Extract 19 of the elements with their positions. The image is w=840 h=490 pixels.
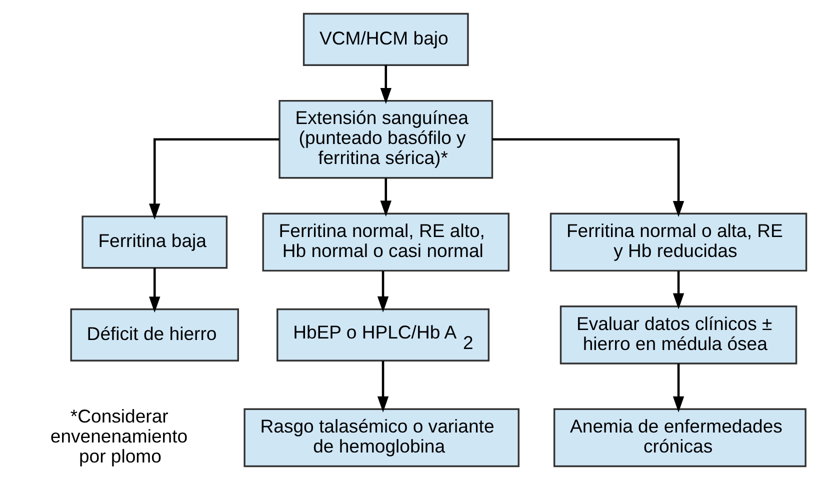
arrow [376,360,388,412]
arrow [672,364,684,412]
node-box: Ferritina normal o alta, RE y Hb reducidas [549,212,807,272]
node-box: Anemia de enfermedades crónicas [552,408,806,468]
node-box: VCM/HCM bajo [302,12,468,66]
arrow [492,138,684,217]
node-box: Ferritina baja [81,216,228,269]
arrow [380,65,391,104]
arrow [148,138,279,220]
node-box: Evaluar datos clínicos ± hierro en médula ósea [559,306,797,364]
label: *Considerar envenenamiento por plomo [50,406,188,467]
node-box: Ferritina normal, RE alto, Hb normal o casi normal [262,212,509,272]
node-box: Rasgo talasémico o variante de hemoglobina [243,408,519,468]
node-box: Extensión sanguínea (punteado basófilo y ferritina sérica)* [278,100,493,179]
arrow [148,268,160,313]
node-box: Déficit de hierro [70,308,238,362]
arrow [376,271,388,312]
arrow [380,178,391,217]
arrow [672,271,684,310]
